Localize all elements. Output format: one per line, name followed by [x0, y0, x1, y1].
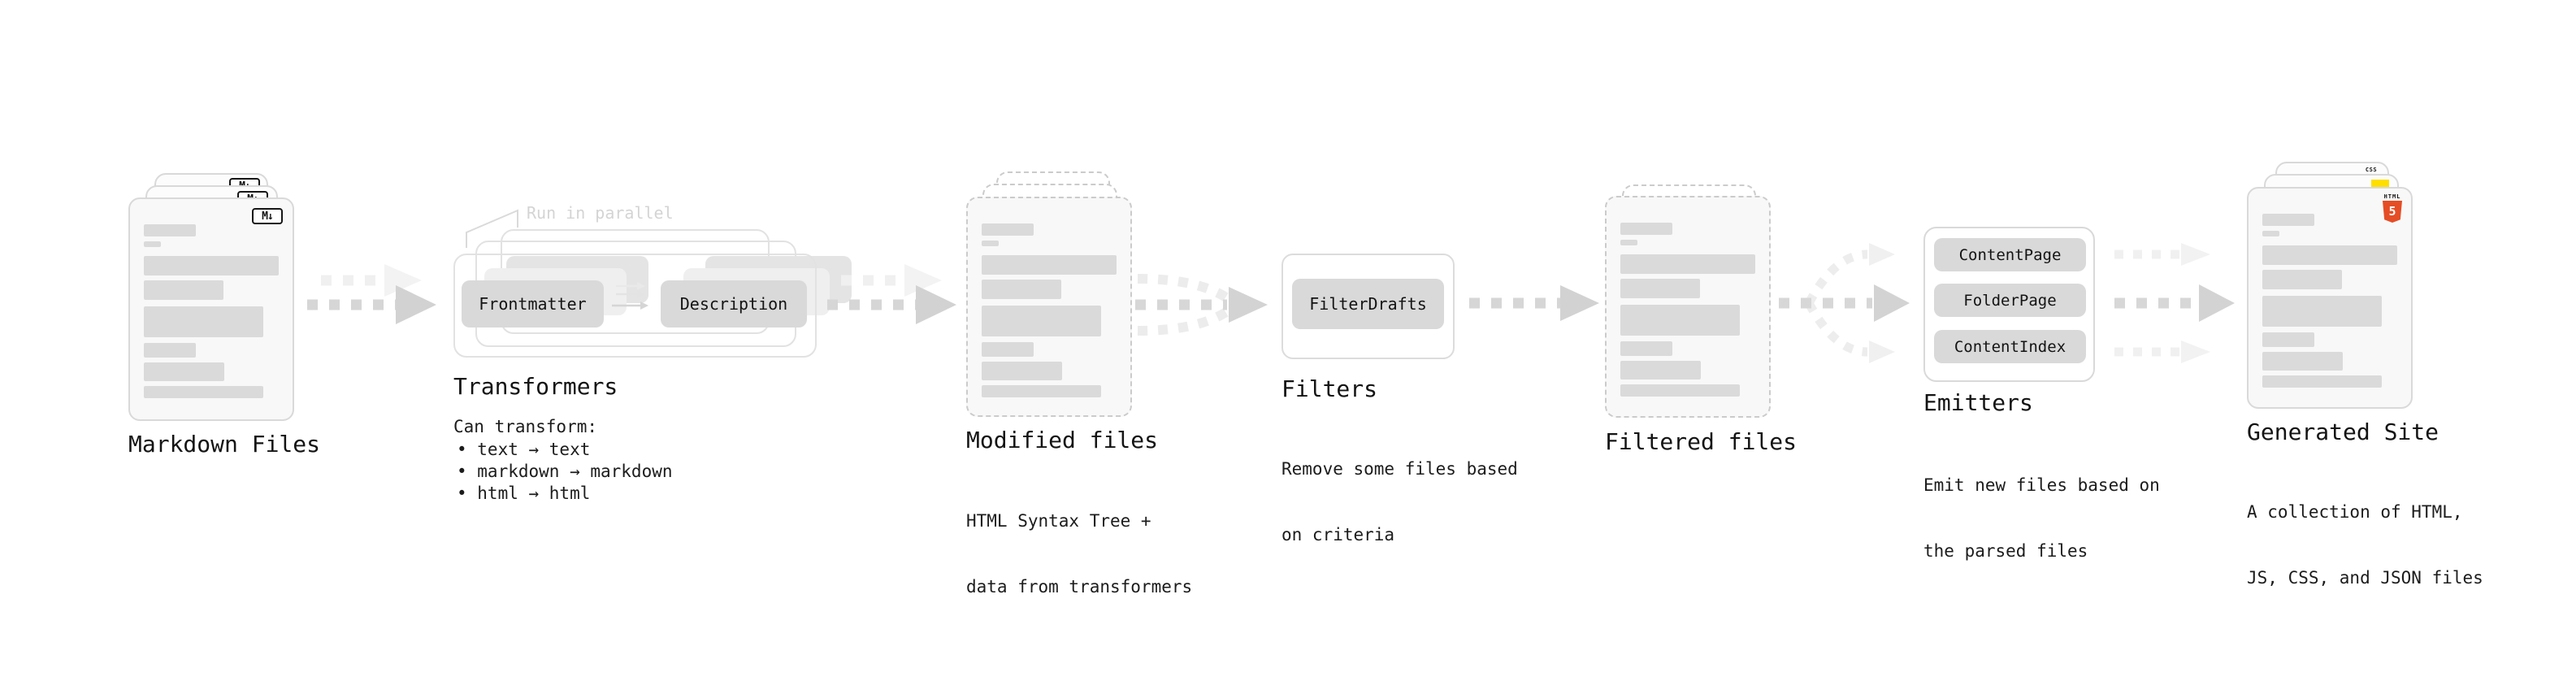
markdown-file-card: M↓ [128, 197, 294, 421]
modified-file-card [966, 197, 1132, 417]
parallel-flow-arrows-icon [2114, 243, 2235, 363]
markdown-icon: M↓ [252, 208, 283, 224]
filters-description: Remove some files based on criteria [1281, 459, 1518, 544]
transformer-description-node: Description [661, 280, 807, 327]
filtered-files-label: Filtered files [1605, 428, 1798, 455]
file-content-placeholder [2262, 189, 2400, 388]
emitter-contentindex-node: ContentIndex [1934, 330, 2086, 363]
modified-files-label: Modified files [966, 427, 1159, 453]
flow-arrow-icon [307, 264, 436, 324]
run-in-parallel-leader-line [466, 209, 518, 248]
filter-filterdrafts-node: FilterDrafts [1292, 279, 1444, 329]
emitters-label: Emitters [1923, 389, 2033, 416]
transformers-label: Transformers [453, 373, 618, 400]
filtered-file-card [1605, 196, 1771, 418]
transformers-bullet: • markdown → markdown [457, 462, 673, 481]
parallel-arrows-icon [612, 282, 648, 310]
file-content-placeholder [144, 199, 281, 398]
file-content-placeholder [1620, 197, 1758, 397]
flow-arrow-icon [827, 264, 956, 324]
transformers-bullet: • text → text [457, 440, 591, 459]
markdown-files-label: Markdown Files [128, 431, 321, 458]
emitters-description: Emit new files based on the parsed files [1923, 475, 2160, 561]
transformers-box [453, 254, 817, 358]
run-in-parallel-note: Run in parallel [527, 203, 674, 223]
modified-files-description: HTML Syntax Tree + data from transformer… [966, 511, 1193, 596]
emitter-folderpage-node: FolderPage [1934, 284, 2086, 317]
diverging-arrow-icon [1779, 243, 1910, 363]
generated-site-description: A collection of HTML, JS, CSS, and JSON … [2247, 502, 2483, 588]
filters-label: Filters [1281, 375, 1378, 402]
converging-arrow-icon [1135, 274, 1268, 336]
transformer-frontmatter-node: Frontmatter [462, 280, 604, 327]
flow-arrow-icon [1469, 285, 1599, 321]
file-content-placeholder [982, 198, 1119, 397]
transformers-bullet: • html → html [457, 484, 591, 503]
generated-html-file-card: HTML 5 [2247, 187, 2413, 409]
transformers-description: Can transform: [453, 417, 598, 436]
emitter-contentpage-node: ContentPage [1934, 238, 2086, 271]
generated-site-label: Generated Site [2247, 419, 2439, 445]
html5-icon: HTML 5 [2382, 193, 2403, 223]
